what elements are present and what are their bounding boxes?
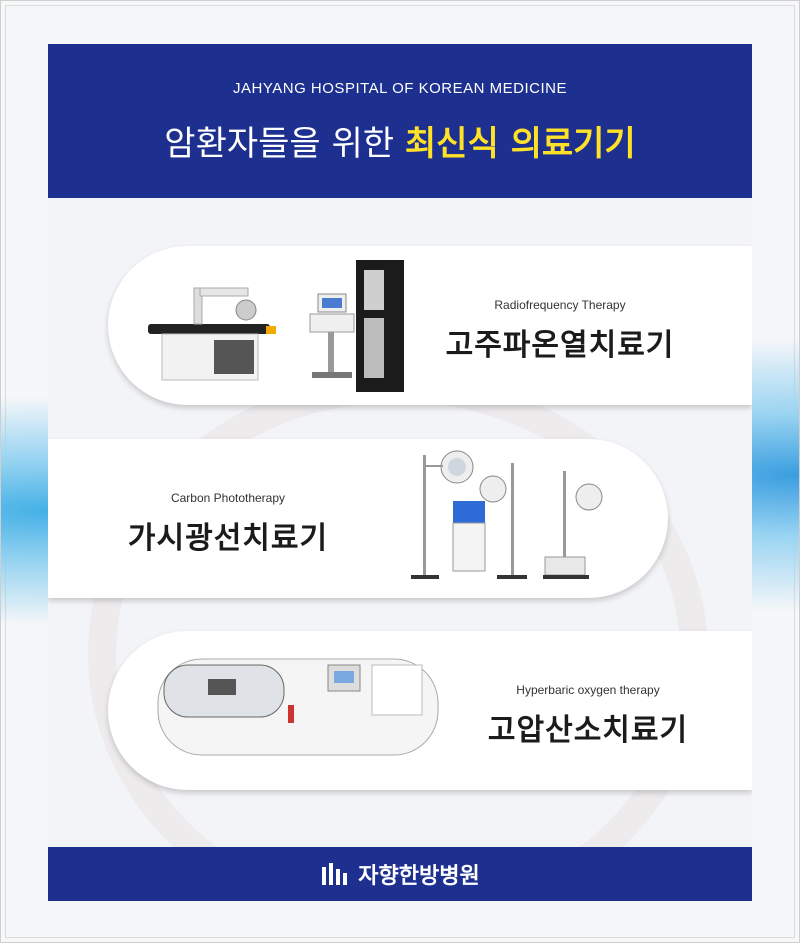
device-korean-name: 고압산소치료기	[487, 713, 689, 748]
footer-banner: 자향한방병원	[48, 847, 752, 901]
title-plain: 암환자들을 위한	[164, 124, 395, 164]
device-english-name: Hyperbaric oxygen therapy	[516, 683, 660, 697]
device-panel-radiofrequency: Radiofrequency Therapy 고주파온열치료기	[108, 246, 752, 405]
header-banner: JAHYANG HOSPITAL OF KOREAN MEDICINE 암환자들…	[48, 44, 752, 198]
hyperbaric-chamber-image	[157, 658, 439, 756]
device-korean-name: 가시광선치료기	[127, 521, 329, 556]
title-highlight: 최신식 의료기기	[404, 124, 636, 164]
hospital-brand-name: 자향한방병원	[358, 864, 480, 889]
device-caption-hyperbaric: Hyperbaric oxygen therapy 고압산소치료기	[453, 683, 723, 749]
page-title: 암환자들을 위한 최신식 의료기기	[48, 116, 752, 165]
device-panel-phototherapy: Carbon Phototherapy 가시광선치료기	[48, 439, 668, 598]
phototherapy-lamps-image	[411, 450, 603, 579]
content-card: JAHYANG HOSPITAL OF KOREAN MEDICINE 암환자들…	[48, 44, 752, 901]
device-panel-hyperbaric: Hyperbaric oxygen therapy 고압산소치료기	[108, 631, 752, 790]
radiofrequency-device-image	[148, 260, 404, 392]
device-english-name: Carbon Phototherapy	[170, 491, 286, 505]
hospital-logo-icon	[322, 863, 348, 885]
device-caption-phototherapy: Carbon Phototherapy 가시광선치료기	[88, 491, 368, 557]
hospital-english-name: JAHYANG HOSPITAL OF KOREAN MEDICINE	[233, 80, 567, 97]
device-korean-name: 고주파온열치료기	[445, 328, 675, 363]
device-caption-radiofrequency: Radiofrequency Therapy 고주파온열치료기	[430, 298, 690, 364]
device-english-name: Radiofrequency Therapy	[494, 298, 626, 312]
